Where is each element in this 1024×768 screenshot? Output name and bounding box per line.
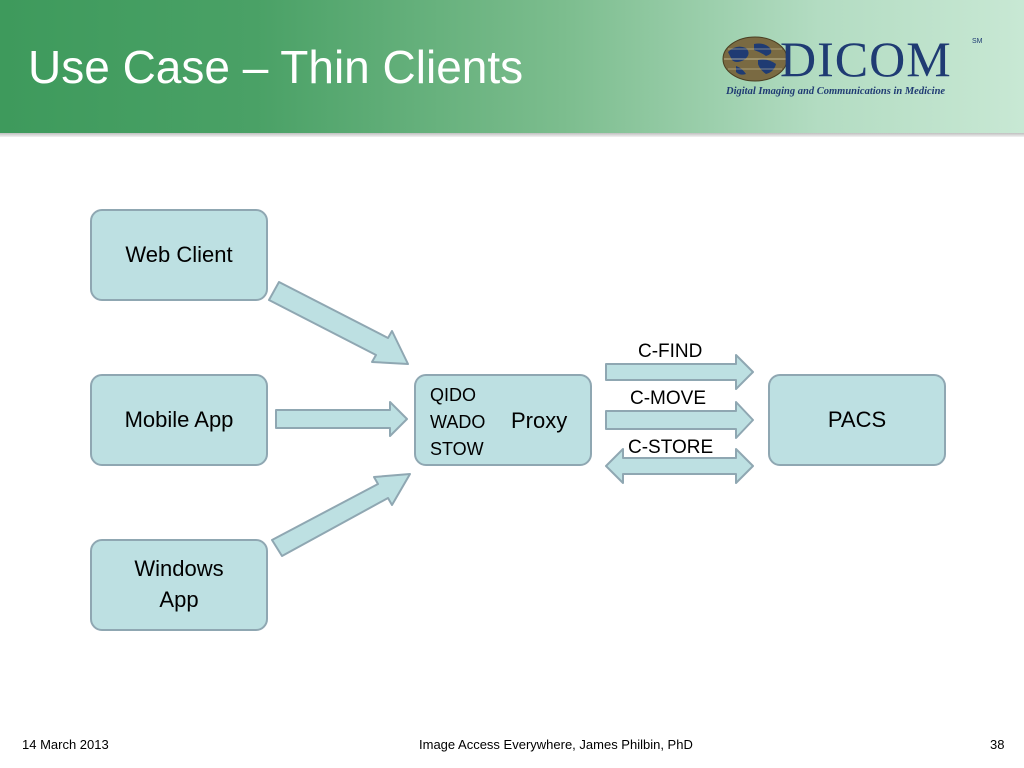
logo-service-mark: SM: [972, 38, 983, 45]
node-windows-app-label-line2: App: [159, 587, 199, 612]
proxy-service-qido: QIDO: [430, 385, 477, 405]
node-windows-app: Windows App: [90, 539, 268, 631]
edge-mobile-to-proxy: [275, 401, 408, 437]
node-web-client-label: Web Client: [125, 241, 233, 267]
node-web-client: Web Client: [90, 209, 268, 301]
edge-windows-to-proxy: [271, 473, 411, 557]
page-number: 38: [990, 737, 1005, 752]
edge-find-arrow: [605, 354, 754, 390]
edge-web-to-proxy: [268, 281, 409, 365]
node-pacs: PACS: [768, 374, 946, 466]
proxy-service-list: QIDO WADO STOW: [430, 382, 485, 463]
node-mobile-app-label: Mobile App: [124, 406, 234, 432]
node-pacs-label: PACS: [827, 406, 887, 432]
edge-label-find: C-FIND: [638, 341, 703, 362]
edge-store-arrow: [605, 448, 754, 484]
dicom-logo: DICOM SM Digital Imaging and Communicati…: [722, 30, 1002, 105]
node-proxy: QIDO WADO STOW Proxy: [414, 374, 592, 466]
node-mobile-app: Mobile App: [90, 374, 268, 466]
edge-move-arrow: [605, 401, 754, 439]
footer-date: 14 March 2013: [22, 737, 109, 752]
edge-label-store: C-STORE: [628, 437, 714, 458]
title-bar: [0, 0, 1024, 133]
title-bar-shadow: [0, 133, 1024, 137]
edge-label-move: C-MOVE: [630, 388, 706, 409]
slide-title: Use Case – Thin Clients: [28, 41, 524, 93]
node-windows-app-label-line1: Windows: [134, 556, 224, 582]
proxy-service-stow: STOW: [430, 439, 484, 459]
node-proxy-label: Proxy: [511, 408, 568, 433]
logo-wordmark: DICOM: [780, 31, 952, 87]
proxy-service-wado: WADO: [430, 412, 486, 432]
footer-presentation: Image Access Everywhere, James Philbin, …: [419, 737, 693, 752]
globe-icon: [722, 36, 788, 82]
logo-tagline: Digital Imaging and Communications in Me…: [726, 86, 946, 97]
